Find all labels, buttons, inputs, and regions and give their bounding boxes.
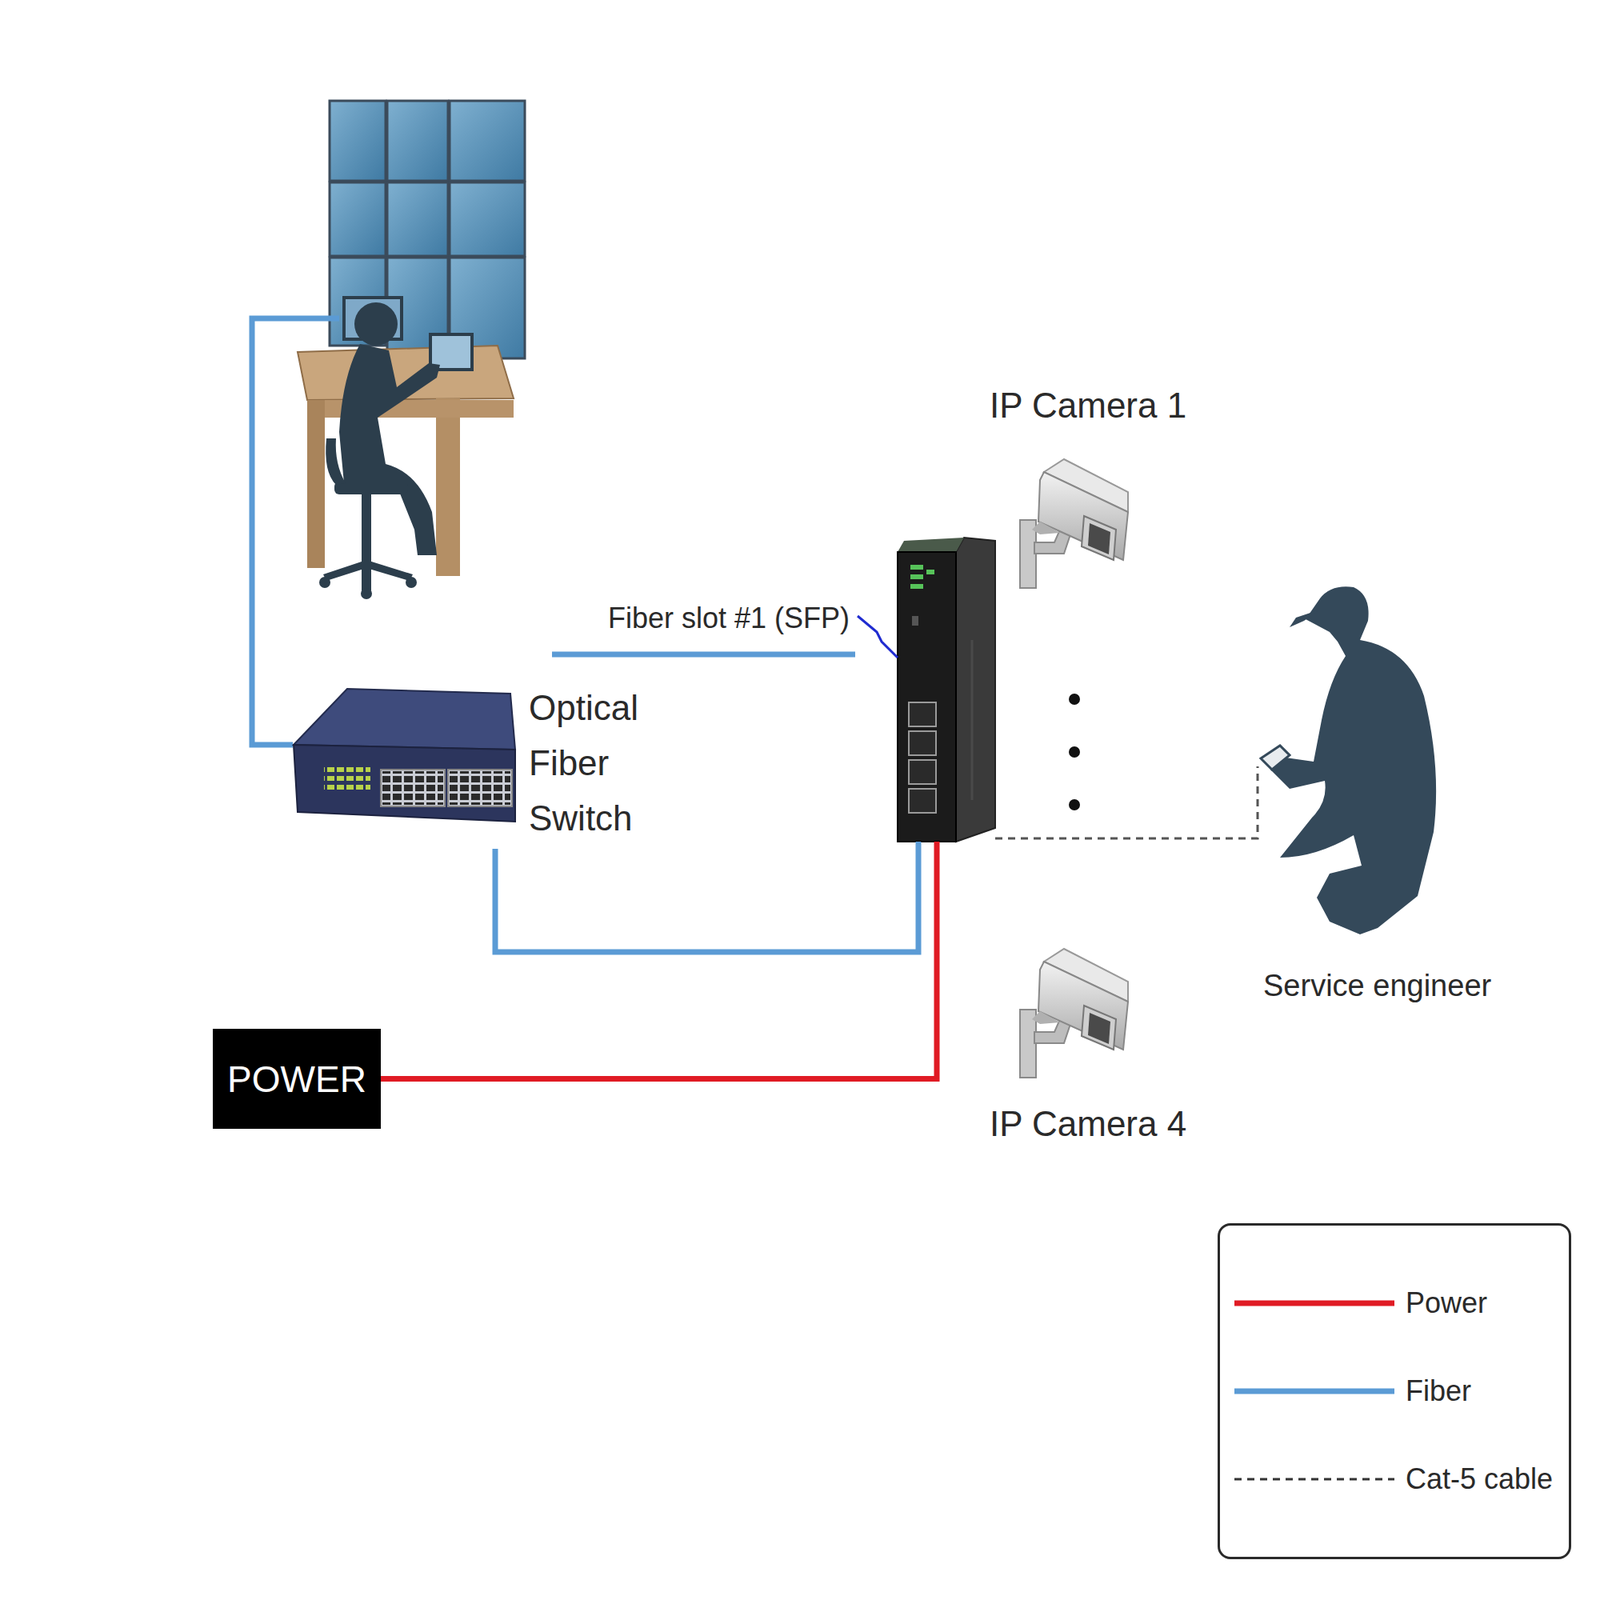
legend-box: PowerFiberCat-5 cable	[1217, 1223, 1572, 1560]
cable-connector	[380, 841, 937, 1080]
legend-sample	[1234, 1383, 1395, 1400]
cable-connector	[995, 766, 1258, 839]
legend-row: Cat-5 cable	[1234, 1435, 1553, 1524]
power-box: POWER	[212, 1028, 381, 1129]
ip-camera: IP Camera 1	[984, 384, 1200, 594]
legend-label: Fiber	[1405, 1374, 1472, 1408]
industrial-switch: Fiber slot #1 (SFP)	[528, 529, 996, 842]
ip-camera: IP Camera 4	[984, 944, 1200, 1157]
legend-row: Power	[1234, 1259, 1553, 1348]
legend-sample	[1234, 1471, 1395, 1488]
node-label: IP Camera 4	[989, 1104, 1187, 1144]
node-label: Fiber slot #1 (SFP)	[608, 601, 850, 636]
node-label: Optical Fiber Switch	[528, 680, 665, 846]
node-label: POWER	[227, 1057, 367, 1101]
optical-fiber-switch: Optical Fiber Switch	[288, 680, 672, 849]
legend-row: Fiber	[1234, 1347, 1553, 1436]
node-label: Service engineer	[1263, 968, 1492, 1004]
legend-label: Cat-5 cable	[1405, 1462, 1553, 1496]
cable-connector	[495, 841, 919, 952]
node-label: IP Camera 1	[989, 385, 1187, 426]
legend-sample	[1234, 1295, 1395, 1312]
legend-label: Power	[1405, 1286, 1488, 1320]
service-engineer: Service engineer	[1257, 580, 1514, 1016]
